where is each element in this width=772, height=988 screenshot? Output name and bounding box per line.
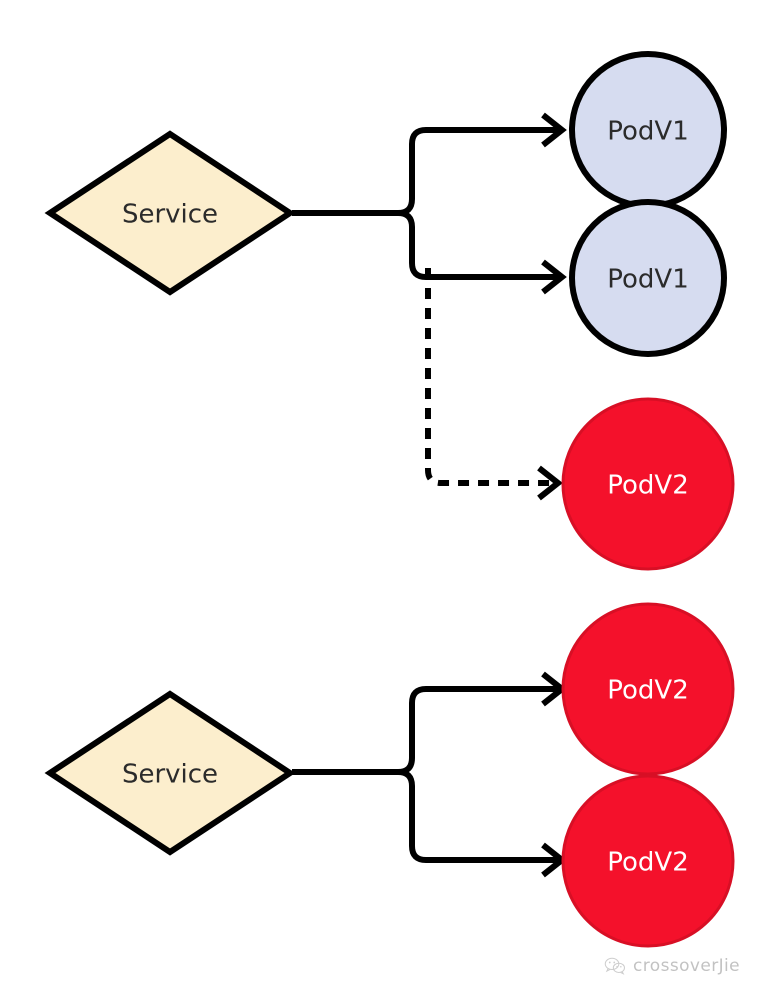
- service-node-bottom-label: Service: [122, 760, 218, 790]
- watermark: crossoverJie: [604, 956, 740, 976]
- edge-service-to-podv2-b: [397, 769, 560, 863]
- pod-node-podv2-new[interactable]: [561, 397, 735, 571]
- pod-node-podv1-b[interactable]: [569, 199, 727, 357]
- edge-service-to-podv1-a: [397, 127, 560, 216]
- pod-node-podv1-a-label: PodV1: [607, 117, 689, 147]
- pod-node-podv2-new-label: PodV2: [607, 471, 689, 501]
- arrowhead-podv2-dashed: [537, 465, 563, 501]
- pod-node-podv2-c-label: PodV2: [607, 676, 689, 706]
- pod-node-podv2-c[interactable]: [561, 602, 735, 776]
- pod-node-podv2-d[interactable]: [561, 774, 735, 948]
- arrowhead-podv1-a: [541, 112, 567, 148]
- edge-service-to-podv1-b: [397, 210, 560, 280]
- service-node-top-label: Service: [122, 200, 218, 230]
- section-before-rollout: Service PodV1 PodV1 PodV2: [44, 51, 735, 571]
- wechat-icon: [604, 957, 626, 975]
- arrowhead-podv1-b: [541, 259, 567, 295]
- pod-node-podv1-b-label: PodV1: [607, 265, 689, 295]
- service-node-top[interactable]: [44, 130, 296, 296]
- service-node-bottom[interactable]: [44, 690, 296, 856]
- section-after-rollout: Service PodV2 PodV2: [44, 602, 735, 948]
- watermark-text: crossoverJie: [633, 956, 740, 976]
- edge-service-to-podv2-dashed: [425, 268, 554, 486]
- pod-node-podv2-d-label: PodV2: [607, 848, 689, 878]
- edge-service-to-podv2-a: [397, 686, 560, 775]
